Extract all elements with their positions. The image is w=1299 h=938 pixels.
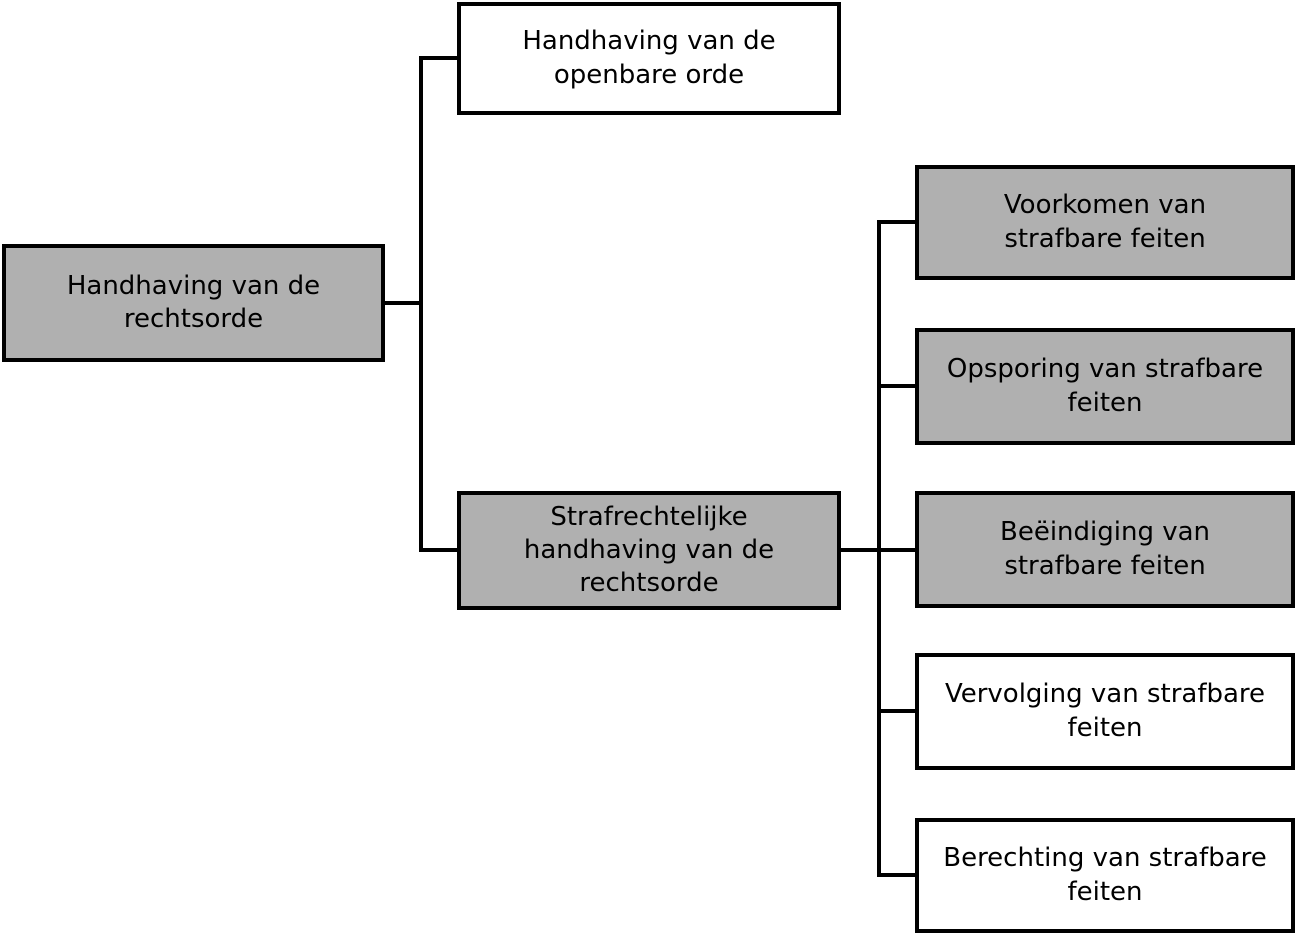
connector-left-vertical (419, 56, 423, 552)
node-vervolging-strafbare-feiten: Vervolging van strafbare feiten (915, 653, 1295, 770)
node-beeindiging-strafbare-feiten: Beëindiging van strafbare feiten (915, 491, 1295, 608)
connector-beeindiging-stub (879, 548, 915, 552)
node-label-line: Vervolging van strafbare (944, 679, 1266, 710)
node-label-line: feiten (1067, 712, 1143, 743)
connector-straf-stub (419, 548, 457, 552)
connector-root-stub (385, 301, 421, 305)
node-label-line: strafbare feiten (1004, 550, 1206, 581)
node-label-line: Handhaving van de (522, 26, 776, 57)
node-berechting-strafbare-feiten: Berechting van strafbare feiten (915, 818, 1295, 933)
node-opsporing-strafbare-feiten: Opsporing van strafbare feiten (915, 328, 1295, 445)
connector-berechting-stub (879, 873, 915, 877)
node-label-line: openbare orde (553, 59, 745, 90)
node-voorkomen-strafbare-feiten: Voorkomen van strafbare feiten (915, 165, 1295, 280)
node-label-line: Voorkomen van (1003, 190, 1207, 221)
node-label-line: Handhaving van de (66, 270, 321, 301)
connector-openbare-stub (419, 56, 457, 60)
connector-vervolging-stub (879, 709, 915, 713)
node-label-line: Strafrechtelijke (550, 501, 748, 532)
node-label-line: strafbare feiten (1004, 223, 1206, 254)
node-handhaving-rechtsorde: Handhaving van de rechtsorde (2, 244, 385, 362)
node-label-line: handhaving van de (523, 534, 775, 565)
node-label-line: feiten (1067, 387, 1143, 418)
node-strafrechtelijke-handhaving: Strafrechtelijke handhaving van de recht… (457, 491, 841, 610)
connector-opsporing-stub (879, 384, 915, 388)
node-label-line: Beëindiging van (999, 517, 1211, 548)
node-label-line: Opsporing van strafbare (946, 354, 1264, 385)
node-label-line: rechtsorde (579, 568, 719, 598)
connector-voorkomen-stub (879, 220, 915, 224)
node-label-line: Berechting van strafbare (943, 843, 1267, 874)
node-label-line: feiten (1067, 876, 1143, 907)
node-handhaving-openbare-orde: Handhaving van de openbare orde (457, 2, 841, 115)
connector-straf-out-stub (839, 548, 881, 552)
node-label-line: rechtsorde (123, 304, 264, 334)
